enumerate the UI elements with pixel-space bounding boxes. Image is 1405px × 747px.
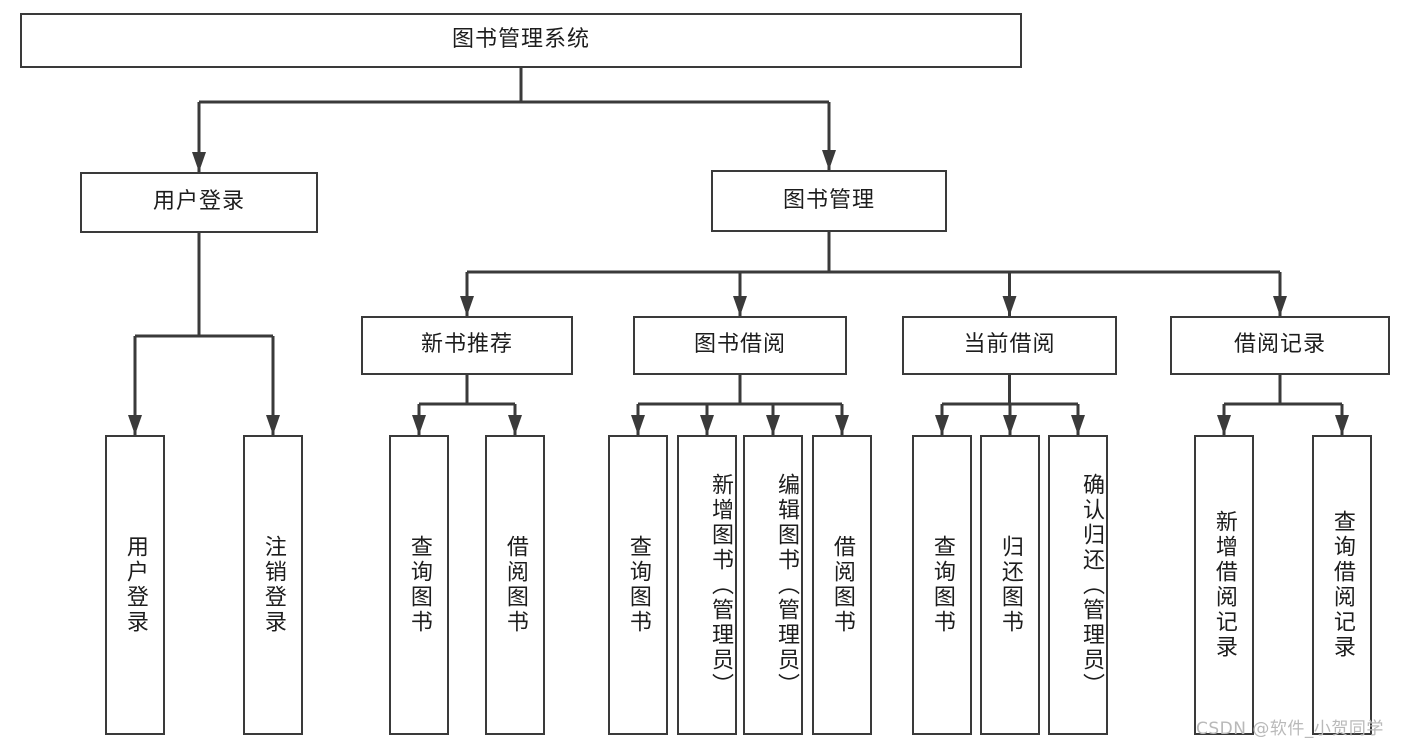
node-label: 借阅图书: [829, 535, 855, 635]
node-leaf-4[interactable]: 查询图书: [608, 435, 668, 735]
node-level3-2[interactable]: 当前借阅: [902, 316, 1117, 375]
node-level3-1[interactable]: 图书借阅: [633, 316, 847, 375]
node-label: 用户登录: [152, 189, 245, 215]
arrow-head: [1273, 296, 1287, 316]
node-leaf-5[interactable]: 新增图书（管理员）: [677, 435, 737, 735]
arrow-head: [1217, 415, 1231, 435]
arrow-head: [835, 415, 849, 435]
arrow-head: [412, 415, 426, 435]
node-label: 查询图书: [625, 535, 651, 635]
node-leaf-3[interactable]: 借阅图书: [485, 435, 545, 735]
arrow-head: [128, 415, 142, 435]
node-leaf-11[interactable]: 新增借阅记录: [1194, 435, 1254, 735]
node-leaf-12[interactable]: 查询借阅记录: [1312, 435, 1372, 735]
watermark-text: CSDN @软件_小贺同学: [1196, 719, 1384, 739]
node-leaf-9[interactable]: 归还图书: [980, 435, 1040, 735]
arrow-head: [266, 415, 280, 435]
node-label: 查询图书: [406, 535, 432, 635]
node-leaf-1[interactable]: 注销登录: [243, 435, 303, 735]
node-label: 当前借阅: [963, 332, 1056, 358]
arrow-head: [631, 415, 645, 435]
node-leaf-7[interactable]: 借阅图书: [812, 435, 872, 735]
node-leaf-10[interactable]: 确认归还（管理员）: [1048, 435, 1108, 735]
node-label: 新增图书（管理员）: [708, 472, 733, 698]
node-label: 用户登录: [122, 535, 148, 635]
node-label: 归还图书: [997, 535, 1023, 635]
node-level3-0[interactable]: 新书推荐: [361, 316, 573, 375]
node-leaf-6[interactable]: 编辑图书（管理员）: [743, 435, 803, 735]
node-label: 借阅记录: [1233, 332, 1326, 358]
node-label: 图书管理系统: [451, 27, 590, 53]
arrow-head: [1002, 296, 1017, 316]
arrow-head: [822, 150, 836, 170]
arrow-head: [1071, 415, 1085, 435]
node-label: 新增借阅记录: [1211, 510, 1237, 660]
node-root[interactable]: 图书管理系统: [20, 13, 1022, 68]
arrow-head: [766, 415, 780, 435]
arrow-head: [460, 296, 474, 316]
arrow-head: [700, 415, 714, 435]
node-label: 新书推荐: [420, 332, 513, 358]
node-label: 确认归还（管理员）: [1079, 472, 1104, 698]
node-label: 注销登录: [260, 535, 286, 635]
node-leaf-2[interactable]: 查询图书: [389, 435, 449, 735]
node-label: 图书管理: [782, 187, 875, 213]
node-label: 查询借阅记录: [1329, 510, 1355, 660]
node-label: 查询图书: [929, 535, 955, 635]
arrow-head: [1003, 415, 1017, 435]
node-leaf-8[interactable]: 查询图书: [912, 435, 972, 735]
arrow-head: [935, 415, 949, 435]
arrow-head: [1335, 415, 1349, 435]
arrow-head: [192, 152, 206, 172]
node-label: 图书借阅: [693, 332, 786, 358]
node-level2-1[interactable]: 图书管理: [711, 170, 947, 232]
node-level2-0[interactable]: 用户登录: [80, 172, 318, 233]
arrow-head: [508, 415, 522, 435]
node-leaf-0[interactable]: 用户登录: [105, 435, 165, 735]
node-level3-3[interactable]: 借阅记录: [1170, 316, 1390, 375]
node-label: 编辑图书（管理员）: [774, 472, 799, 698]
node-label: 借阅图书: [502, 535, 528, 635]
arrow-head: [733, 296, 747, 316]
